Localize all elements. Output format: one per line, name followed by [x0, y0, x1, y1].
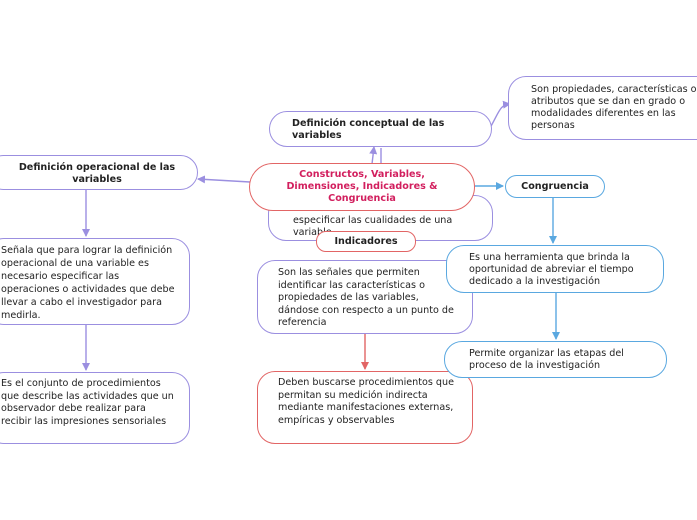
node-congruencia-child1-text: Es una herramienta que brinda la oportun…: [469, 252, 634, 287]
node-conceptual-definition[interactable]: Definición conceptual de las variables: [269, 111, 492, 147]
node-operational-child1[interactable]: Señala que para lograr la definición ope…: [0, 238, 190, 325]
central-topic-title: Constructos, Variables, Dimensiones, Ind…: [286, 169, 438, 204]
node-operational-title: Definición operacional de las variables: [18, 162, 176, 185]
node-congruencia-title: Congruencia: [521, 181, 589, 192]
node-indicadores-child2-text: Deben buscarse procedimientos que permit…: [278, 377, 454, 426]
central-topic[interactable]: Constructos, Variables, Dimensiones, Ind…: [249, 163, 475, 211]
node-congruencia-child2[interactable]: Permite organizar las etapas del proceso…: [444, 341, 667, 378]
node-indicadores-child1-text: Son las señales que permiten identificar…: [278, 267, 454, 329]
node-congruencia-child1[interactable]: Es una herramienta que brinda la oportun…: [446, 245, 664, 293]
node-indicadores-title: Indicadores: [334, 236, 398, 247]
edge-central-operacional: [197, 175, 251, 184]
node-conceptual-child[interactable]: Son propiedades, características o atrib…: [508, 76, 697, 140]
edge-central-conceptual: [369, 146, 378, 165]
node-congruencia-child2-text: Permite organizar las etapas del proceso…: [469, 348, 624, 371]
node-operational-child1-text: Señala que para lograr la definición ope…: [1, 245, 175, 321]
node-operational-child2[interactable]: Es el conjunto de procedimientos que des…: [0, 372, 190, 444]
node-indicadores-child2[interactable]: Deben buscarse procedimientos que permit…: [257, 371, 473, 444]
node-operational-definition[interactable]: Definición operacional de las variables: [0, 155, 198, 190]
node-conceptual-title: Definición conceptual de las variables: [292, 118, 445, 141]
node-indicadores-child1[interactable]: Son las señales que permiten identificar…: [257, 260, 473, 334]
node-conceptual-child-text: Son propiedades, características o atrib…: [531, 84, 697, 131]
node-congruencia[interactable]: Congruencia: [505, 175, 605, 198]
node-indicadores[interactable]: Indicadores: [316, 231, 416, 252]
edge-conceptual-child: [489, 100, 511, 129]
node-operational-child2-text: Es el conjunto de procedimientos que des…: [1, 378, 174, 427]
node-dimensiones-text: especificar las cualidades de una variab…: [293, 215, 453, 238]
